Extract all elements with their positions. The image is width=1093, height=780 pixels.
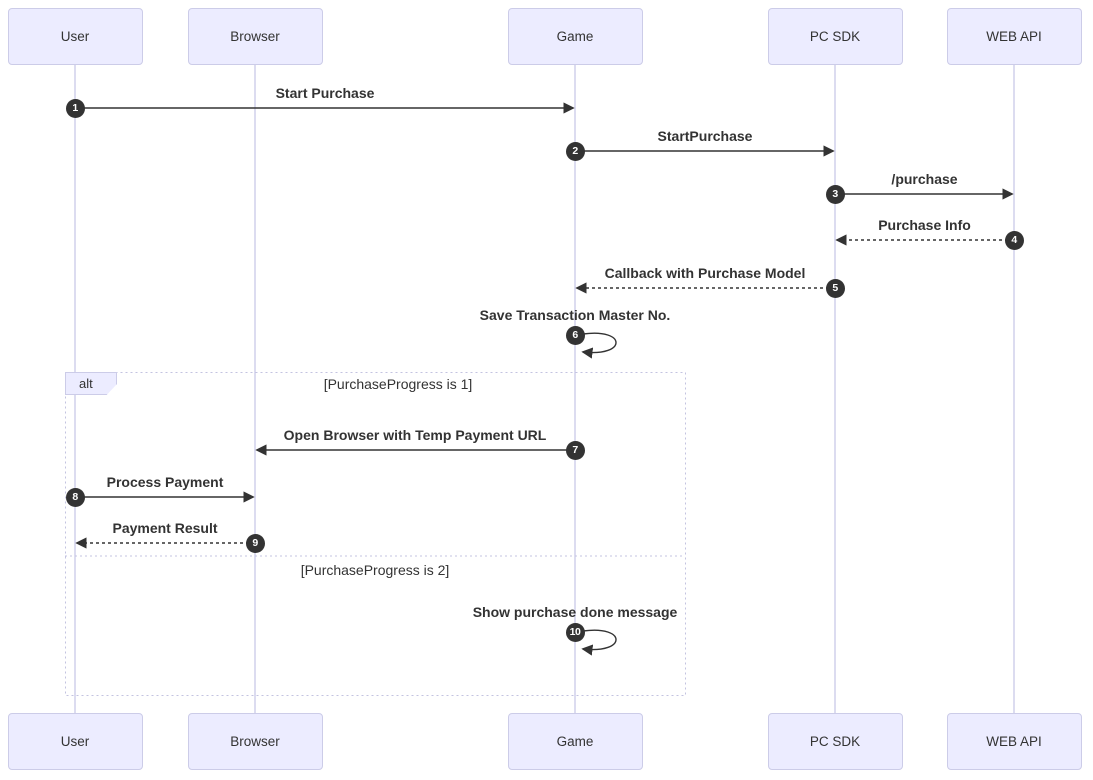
actor-box-browser-bottom: Browser [187,713,323,770]
actor-label: PC SDK [809,29,861,44]
message-3-number-badge: 3 [825,184,845,204]
message-5-number-badge: 5 [825,278,845,298]
message-7-label: Open Browser with Temp Payment URL [283,427,547,443]
actor-label: User [60,29,90,44]
actor-label: Game [556,734,594,749]
message-7-number-badge: 7 [565,440,585,460]
actor-box-pc-sdk-bottom: PC SDK [767,713,903,770]
alt-guard-1: [PurchaseProgress is 1] [323,376,473,392]
actor-box-game-bottom: Game [507,713,643,770]
message-9-number-badge: 9 [245,533,265,553]
actor-box-web-api-top: WEB API [946,8,1082,65]
actor-label: WEB API [986,29,1042,44]
message-arrows-group [75,102,1014,656]
message-10-label: Show purchase done message [472,604,678,620]
message-10-number-badge: 10 [565,622,585,642]
lifelines-group [74,65,1015,714]
message-9-label: Payment Result [112,520,218,536]
actor-box-user-bottom: User [7,713,143,770]
message-6-number-badge: 6 [565,325,585,345]
actor-box-browser-top: Browser [187,8,323,65]
actor-box-user-top: User [7,8,143,65]
message-2-label: StartPurchase [657,128,753,144]
actor-box-pc-sdk-top: PC SDK [767,8,903,65]
message-3-label: /purchase [891,171,958,187]
message-1-number-badge: 1 [65,98,85,118]
actor-label: Browser [230,29,280,44]
alt-guard-2: [PurchaseProgress is 2] [300,562,450,578]
actor-label: Game [556,29,594,44]
message-1-label: Start Purchase [275,85,375,101]
alt-frame-label-text: alt [79,376,93,391]
message-5-label: Callback with Purchase Model [604,265,806,281]
alt-frame-label: alt [65,372,117,395]
message-2-number-badge: 2 [565,141,585,161]
message-8-label: Process Payment [106,474,224,490]
alt-frame-group [65,372,686,696]
message-6-self-loop-arrow [581,332,617,359]
message-6-label: Save Transaction Master No. [479,307,671,323]
actor-label: Browser [230,734,280,749]
actor-box-web-api-bottom: WEB API [946,713,1082,770]
actor-label: PC SDK [809,734,861,749]
message-4-number-badge: 4 [1004,230,1024,250]
actor-label: User [60,734,90,749]
message-8-number-badge: 8 [65,487,85,507]
actor-box-game-top: Game [507,8,643,65]
message-4-label: Purchase Info [878,217,971,233]
alt-frame-border [65,372,686,696]
message-10-self-loop-arrow [581,629,617,656]
actor-label: WEB API [986,734,1042,749]
